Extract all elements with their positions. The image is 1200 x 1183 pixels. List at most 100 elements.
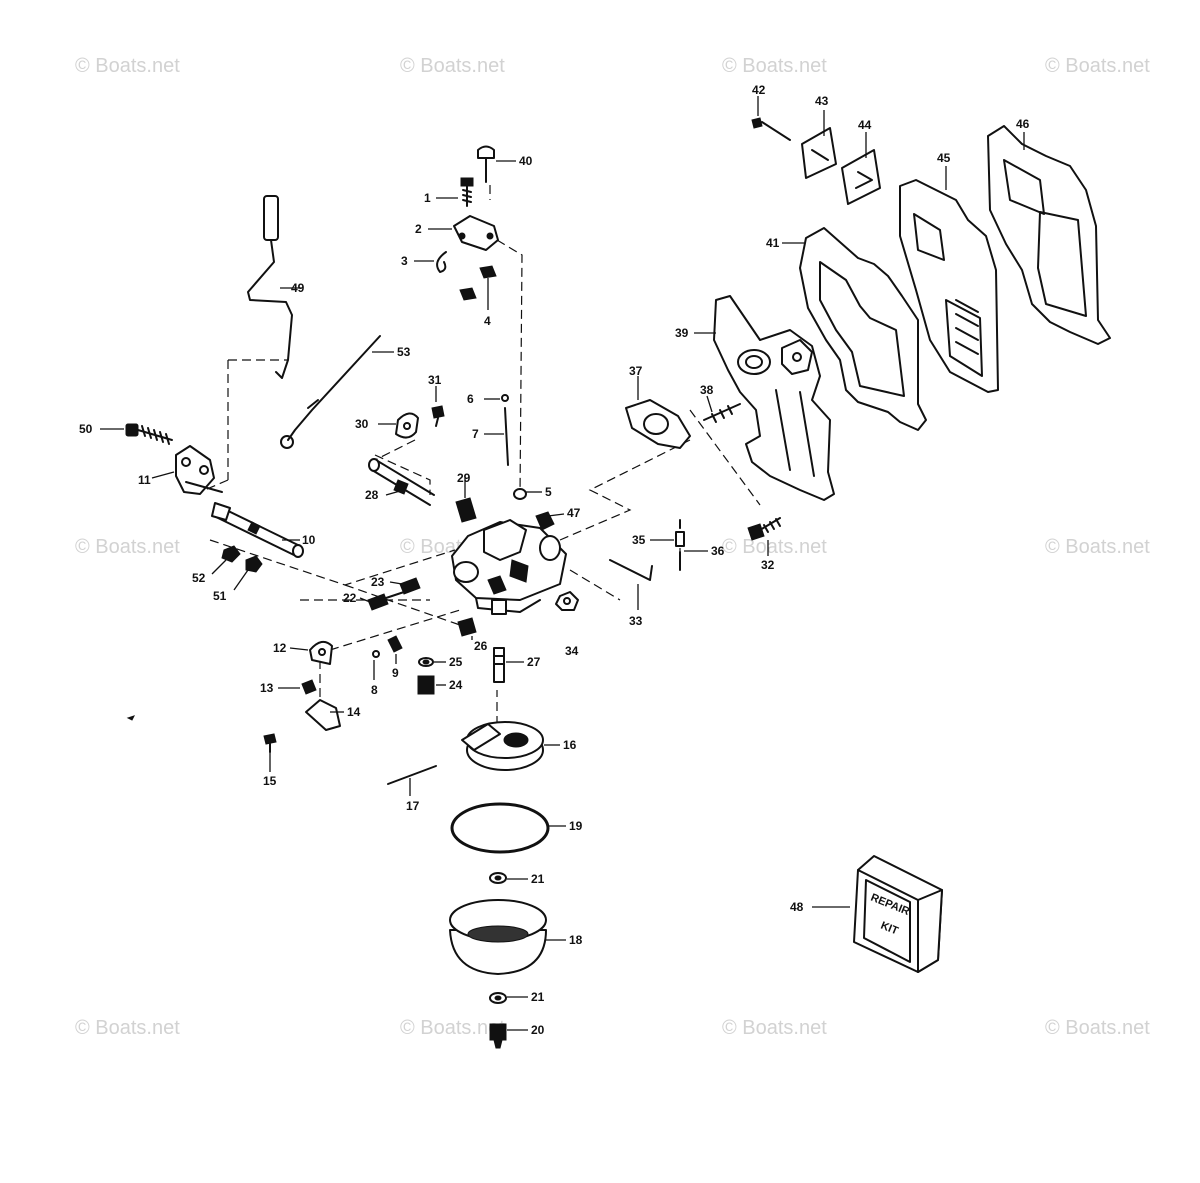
part-45-reed-block (899, 179, 999, 393)
part-42-screw (751, 117, 791, 141)
part-40-screw (477, 145, 495, 183)
part-29-spring (455, 497, 477, 523)
callout-5: 5 (545, 485, 552, 499)
part-26-seat (457, 617, 477, 637)
part-41-gasket (799, 227, 927, 431)
callout-47: 47 (567, 506, 581, 520)
part-33-link (609, 559, 653, 581)
callout-1: 1 (424, 191, 431, 205)
callout-32: 32 (761, 558, 775, 572)
part-15-screw (263, 733, 277, 753)
part-3-clip (436, 251, 447, 273)
callout-16: 16 (563, 738, 577, 752)
part-38-stud (703, 403, 741, 423)
callout-31: 31 (428, 373, 442, 387)
part-9-spring (387, 635, 403, 653)
part-17-float-pin (387, 765, 437, 785)
watermark: © Boats.net (75, 55, 180, 77)
part-14-cam (305, 699, 341, 731)
callout-29: 29 (457, 471, 471, 485)
part-30-plate (395, 412, 419, 439)
grommet (263, 195, 279, 241)
callout-50: 50 (79, 422, 93, 436)
callout-33: 33 (629, 614, 643, 628)
callout-22: 22 (343, 591, 357, 605)
callout-7: 7 (472, 427, 479, 441)
part-44-reed (841, 149, 881, 205)
callout-18: 18 (569, 933, 583, 947)
part-37-gasket (625, 399, 691, 449)
watermark-layer: © Boats.net © Boats.net © Boats.net © Bo… (75, 55, 1150, 1039)
callout-24: 24 (449, 678, 463, 692)
callout-21: 21 (531, 872, 545, 886)
callout-20: 20 (531, 1023, 545, 1037)
callout-12: 12 (273, 641, 287, 655)
callout-9: 9 (392, 666, 399, 680)
part-10-throttle-shaft (211, 502, 304, 558)
watermark: © Boats.net (75, 1017, 180, 1039)
callout-38: 38 (700, 383, 714, 397)
part-4-nuts (459, 265, 497, 301)
part-19-gasket (450, 802, 550, 854)
callout-45: 45 (937, 151, 951, 165)
part-35-pin (675, 531, 685, 547)
callout-layer: 40 1 2 3 4 49 53 31 6 30 7 50 11 29 28 5… (79, 83, 1030, 1037)
part-48-repair-kit: REPAIR KIT (853, 855, 943, 973)
part-50-screw (125, 423, 173, 445)
part-52-washer (221, 545, 241, 563)
part-21-washer (489, 992, 507, 1004)
part-27-jet (493, 647, 505, 683)
callout-39: 39 (675, 326, 689, 340)
part-2-bracket (453, 215, 499, 251)
part-46-gasket (987, 125, 1111, 345)
callout-35: 35 (632, 533, 646, 547)
part-5-cap (513, 488, 527, 500)
part-24-plug (417, 675, 435, 695)
part-43-reed-stop (801, 127, 837, 179)
part-13-nut (301, 679, 317, 695)
callout-30: 30 (355, 417, 369, 431)
watermark: © Boats.net (400, 55, 505, 77)
stray-mark (126, 715, 135, 721)
callout-2: 2 (415, 222, 422, 236)
callout-48: 48 (790, 900, 804, 914)
callout-14: 14 (347, 705, 361, 719)
callout-19: 19 (569, 819, 583, 833)
callout-4: 4 (484, 314, 491, 328)
callout-34: 34 (565, 644, 579, 658)
watermark: © Boats.net (400, 1017, 505, 1039)
part-51-nut (245, 555, 263, 573)
callout-43: 43 (815, 94, 829, 108)
callout-17: 17 (406, 799, 420, 813)
part-12-lever (309, 640, 333, 665)
watermark: © Boats.net (1045, 55, 1150, 77)
callout-49: 49 (291, 281, 305, 295)
callout-51: 51 (213, 589, 227, 603)
callout-21: 21 (531, 990, 545, 1004)
watermark: © Boats.net (722, 55, 827, 77)
callout-40: 40 (519, 154, 533, 168)
part-39-intake-manifold (713, 295, 835, 501)
callout-37: 37 (629, 364, 643, 378)
part-53-wire-link (280, 335, 381, 449)
part-8-ball (372, 650, 380, 658)
part-20-drain-screw (489, 1023, 507, 1049)
watermark: © Boats.net (1045, 536, 1150, 558)
watermark: © Boats.net (75, 536, 180, 558)
part-32-screw (747, 517, 781, 541)
callout-53: 53 (397, 345, 411, 359)
part-28-choke-shaft (368, 458, 435, 506)
part-1-screw (460, 177, 474, 207)
callout-15: 15 (263, 774, 277, 788)
carburetor-body (451, 511, 567, 615)
part-31-screw (431, 405, 445, 427)
callout-6: 6 (467, 392, 474, 406)
part-49-choke-link (247, 195, 293, 379)
callout-44: 44 (858, 118, 872, 132)
watermark: © Boats.net (722, 1017, 827, 1039)
part-11-throttle-lever (175, 445, 223, 495)
callout-46: 46 (1016, 117, 1030, 131)
callout-42: 42 (752, 83, 766, 97)
callout-10: 10 (302, 533, 316, 547)
